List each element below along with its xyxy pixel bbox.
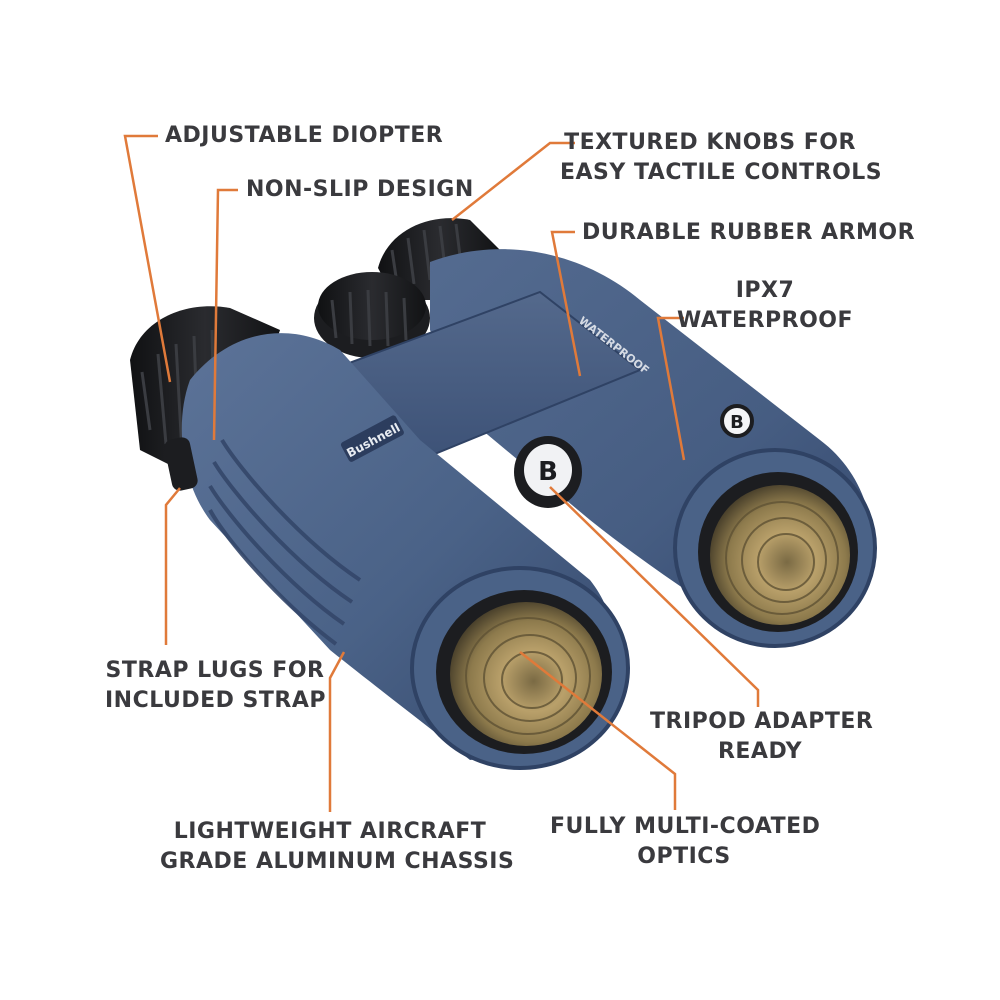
right-lens-rings: [725, 501, 839, 615]
callout-line: READY: [717, 739, 803, 764]
leader-textured-knobs: [451, 141, 575, 221]
callout-line: FULLY MULTI-COATED: [550, 814, 821, 839]
callout-line: INCLUDED STRAP: [105, 688, 326, 713]
leader-multi-coated-optics: [519, 651, 677, 810]
callout-non-slip-design: NON-SLIP DESIGN: [246, 175, 474, 205]
callout-textured-knobs: TEXTURED KNOBS FOR EASY TACTILE CONTROLS: [560, 128, 883, 188]
leader-lines: [123, 134, 760, 812]
callout-adjustable-diopter: ADJUSTABLE DIOPTER: [165, 121, 443, 151]
focus-knob: [314, 272, 430, 358]
leader-strap-lugs: [164, 487, 181, 645]
left-lens-rings: [465, 617, 591, 735]
strap-lug: [164, 437, 198, 491]
leader-tripod-adapter: [549, 486, 760, 707]
leader-adjustable-diopter: [123, 134, 172, 383]
callout-multi-coated-optics: FULLY MULTI-COATED OPTICS: [550, 812, 821, 872]
brand-badge-letter: B: [730, 412, 744, 433]
left-barrel: Bushnell: [130, 306, 630, 770]
callout-line: STRAP LUGS FOR: [105, 658, 325, 683]
callout-line: TEXTURED KNOBS FOR: [564, 130, 856, 155]
callout-line: OPTICS: [637, 844, 731, 869]
callout-lightweight-chassis: LIGHTWEIGHT AIRCRAFT GRADE ALUMINUM CHAS…: [160, 817, 515, 877]
callout-line: WATERPROOF: [676, 308, 854, 333]
leader-lightweight-chassis: [328, 651, 346, 812]
callout-tripod-adapter: TRIPOD ADAPTER READY: [650, 707, 874, 767]
callout-durable-rubber-armor: DURABLE RUBBER ARMOR: [582, 218, 915, 248]
right-objective-lens: [710, 485, 850, 625]
left-objective-lens: [450, 602, 602, 746]
callout-ipx7-waterproof: IPX7 WATERPROOF: [660, 276, 870, 336]
callout-line: GRADE ALUMINUM CHASSIS: [160, 849, 515, 874]
callout-strap-lugs: STRAP LUGS FOR INCLUDED STRAP: [105, 656, 326, 716]
leader-ipx7-waterproof: [656, 316, 686, 461]
callout-line: TRIPOD ADAPTER: [650, 709, 874, 734]
leader-durable-rubber-armor: [550, 230, 582, 377]
callout-line: IPX7: [735, 278, 795, 303]
callout-line: NON-SLIP DESIGN: [246, 177, 474, 202]
callout-line: LIGHTWEIGHT AIRCRAFT: [173, 819, 487, 844]
brand-badge: [720, 404, 754, 438]
tripod-cap-letter: B: [538, 457, 558, 487]
callout-line: EASY TACTILE CONTROLS: [560, 160, 883, 185]
left-barrel-grip-grooves: [208, 438, 362, 646]
leader-non-slip-design: [212, 188, 238, 441]
callout-line: DURABLE RUBBER ARMOR: [582, 220, 916, 245]
tripod-adapter-cap: B: [514, 436, 582, 508]
callout-line: ADJUSTABLE DIOPTER: [165, 123, 444, 148]
